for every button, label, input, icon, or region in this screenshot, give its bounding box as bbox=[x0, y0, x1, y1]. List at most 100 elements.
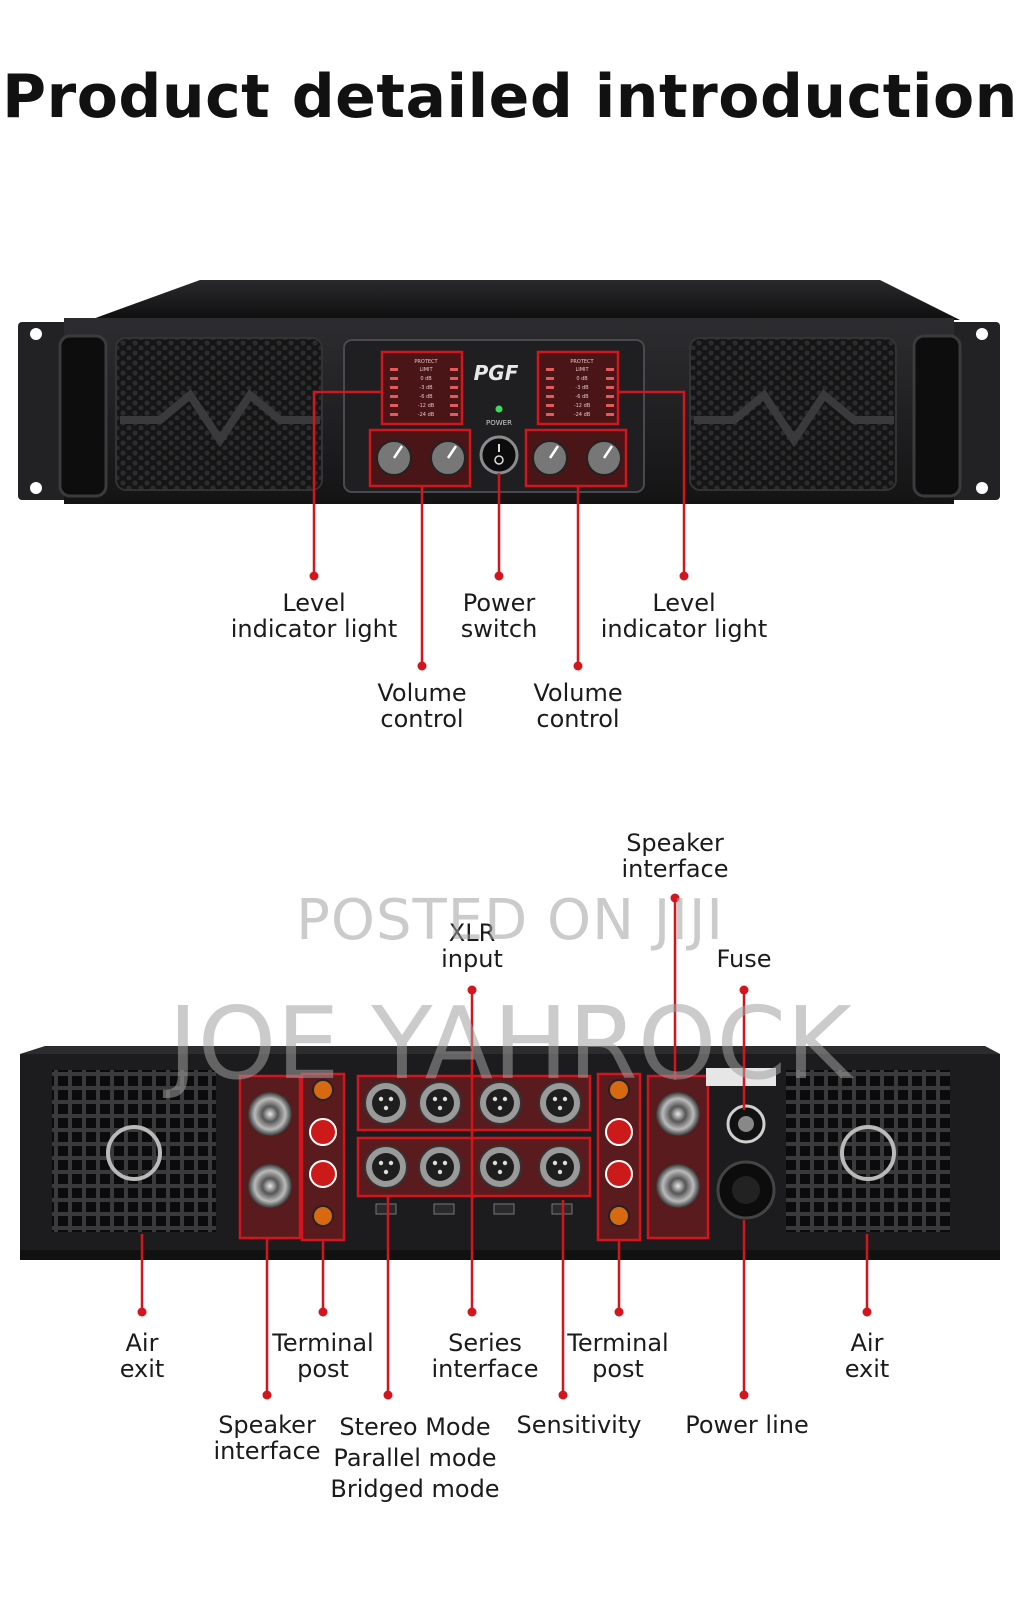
power-label: POWER bbox=[486, 419, 512, 427]
fan-left-icon bbox=[106, 1125, 162, 1181]
meter-step-text: -6 dB bbox=[575, 394, 589, 400]
xlr-pin bbox=[378, 1096, 384, 1102]
xlr-socket bbox=[546, 1153, 574, 1181]
terminal-posts-left bbox=[309, 1079, 337, 1227]
label-sensitivity: Sensitivity bbox=[516, 1411, 642, 1439]
xlr-pin bbox=[552, 1160, 558, 1166]
meter-led bbox=[606, 386, 614, 389]
mode-switch-c bbox=[493, 1203, 515, 1215]
speakon-right-2 bbox=[656, 1164, 700, 1208]
meter-step-text: -24 dB bbox=[418, 412, 435, 418]
xlr-pin bbox=[557, 1105, 563, 1111]
meter-led bbox=[606, 368, 614, 371]
xlr-pin bbox=[502, 1096, 508, 1102]
meter-step-text: -12 dB bbox=[574, 403, 591, 409]
mode-switch-a bbox=[375, 1203, 397, 1215]
xlr-pin bbox=[432, 1096, 438, 1102]
front-grill-left bbox=[115, 337, 323, 491]
xlr-pin bbox=[437, 1169, 443, 1175]
volume-box-right bbox=[524, 428, 628, 488]
meter-led bbox=[606, 377, 614, 380]
meter-step-text: LIMIT bbox=[575, 367, 589, 373]
meter-header-text: PROTECT bbox=[570, 359, 594, 365]
label-speaker-interface-top: Speaker interface bbox=[621, 829, 729, 883]
xlr-pin bbox=[378, 1160, 384, 1166]
meter-led bbox=[390, 395, 398, 398]
xlr-pin bbox=[502, 1160, 508, 1166]
label-air-exit-left: Air exit bbox=[119, 1329, 165, 1383]
label-terminal-post-right: Terminal post bbox=[567, 1329, 669, 1383]
label-terminal-post-left: Terminal post bbox=[272, 1329, 374, 1383]
meter-led bbox=[450, 413, 458, 416]
meter-led bbox=[390, 368, 398, 371]
meter-led bbox=[450, 386, 458, 389]
power-switch-icon bbox=[479, 435, 519, 475]
label-operating-modes: Stereo Mode Parallel mode Bridged mode bbox=[330, 1413, 500, 1503]
xlr-socket bbox=[372, 1153, 400, 1181]
label-xlr-input: XLR input bbox=[441, 919, 503, 973]
page-title: Product detailed introduction bbox=[2, 62, 1018, 132]
rack-ear-left bbox=[18, 322, 68, 500]
xlr-pin bbox=[442, 1096, 448, 1102]
fan-grill-left bbox=[52, 1070, 216, 1232]
meter-led bbox=[546, 386, 554, 389]
label-level-indicator-left: Level indicator light bbox=[230, 589, 398, 643]
xlr-pin bbox=[562, 1096, 568, 1102]
xlr-pin bbox=[388, 1096, 394, 1102]
meter-led bbox=[546, 368, 554, 371]
mode-switch-b bbox=[433, 1203, 455, 1215]
speakon-left-2 bbox=[248, 1164, 292, 1208]
xlr-socket bbox=[486, 1153, 514, 1181]
label-power-line: Power line bbox=[685, 1411, 809, 1439]
meter-led bbox=[450, 377, 458, 380]
meter-led bbox=[546, 395, 554, 398]
xlr-socket bbox=[426, 1089, 454, 1117]
xlr-socket bbox=[546, 1089, 574, 1117]
power-led bbox=[495, 405, 503, 413]
xlr-socket bbox=[372, 1089, 400, 1117]
xlr-pin bbox=[497, 1105, 503, 1111]
xlr-pin bbox=[557, 1169, 563, 1175]
label-air-exit-right: Air exit bbox=[844, 1329, 890, 1383]
caution-sticker bbox=[706, 1068, 776, 1086]
meter-step-text: 0 dB bbox=[576, 376, 588, 382]
xlr-pin bbox=[437, 1105, 443, 1111]
xlr-pin bbox=[388, 1160, 394, 1166]
meter-led bbox=[546, 413, 554, 416]
meter-led bbox=[450, 404, 458, 407]
xlr-pin bbox=[383, 1169, 389, 1175]
meter-step-text: -6 dB bbox=[419, 394, 433, 400]
xlr-pin bbox=[552, 1096, 558, 1102]
xlr-pin bbox=[492, 1160, 498, 1166]
label-fuse: Fuse bbox=[716, 945, 772, 973]
xlr-pin bbox=[383, 1105, 389, 1111]
rear-panel-diagram bbox=[20, 893, 1000, 1400]
xlr-socket bbox=[486, 1089, 514, 1117]
watermark-posted-on: POSTED ON JIJI bbox=[296, 888, 724, 953]
speakon-right-1 bbox=[656, 1092, 700, 1136]
label-level-indicator-right: Level indicator light bbox=[600, 589, 768, 643]
xlr-pin bbox=[497, 1169, 503, 1175]
xlr-pin bbox=[432, 1160, 438, 1166]
meter-led bbox=[390, 404, 398, 407]
meter-led bbox=[546, 404, 554, 407]
handle-left-icon bbox=[58, 334, 108, 498]
label-power-switch: Power switch bbox=[460, 589, 538, 643]
meter-step-text: LIMIT bbox=[419, 367, 433, 373]
meter-led bbox=[450, 368, 458, 371]
meter-led bbox=[450, 395, 458, 398]
xlr-pin bbox=[562, 1160, 568, 1166]
handle-right-icon bbox=[912, 334, 962, 498]
meter-step-text: -12 dB bbox=[418, 403, 435, 409]
speakon-left-1 bbox=[248, 1092, 292, 1136]
meter-step-text: -3 dB bbox=[575, 385, 589, 391]
watermark-seller: JOE YAHROCK bbox=[168, 985, 852, 1102]
fan-grill-right bbox=[786, 1070, 950, 1232]
meter-step-text: -24 dB bbox=[574, 412, 591, 418]
brand-logo: PGF bbox=[474, 361, 519, 385]
meter-led bbox=[546, 377, 554, 380]
level-meter-right bbox=[536, 350, 620, 426]
meter-led bbox=[390, 386, 398, 389]
meter-led bbox=[606, 395, 614, 398]
meter-step-text: -3 dB bbox=[419, 385, 433, 391]
